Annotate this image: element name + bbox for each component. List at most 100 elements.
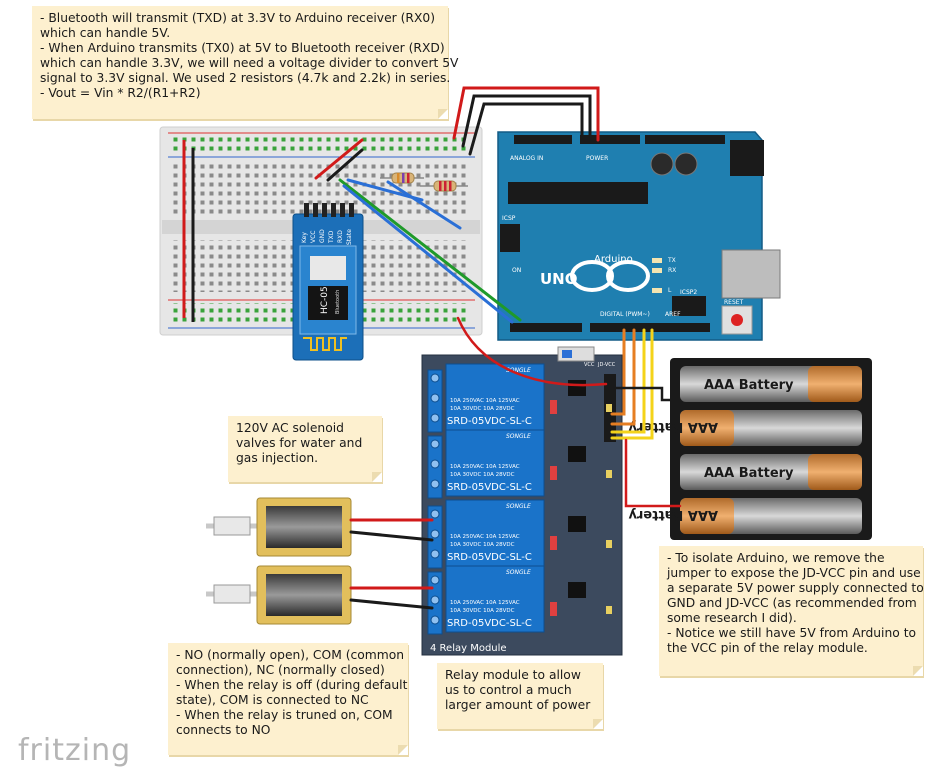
relay-brand-label: SONGLE <box>506 503 531 510</box>
note-line: connects to NO <box>176 723 271 737</box>
hc05-model-label: HC-05 <box>320 286 330 314</box>
relay-terminal-screw <box>430 373 440 383</box>
hc05-pin-state: State <box>346 229 353 245</box>
relay-terminal-screw <box>430 549 440 559</box>
note-line: - When the relay is truned on, COM <box>176 708 393 722</box>
relay-led <box>550 466 557 480</box>
battery-cap <box>808 454 862 490</box>
relay-module-title: 4 Relay Module <box>430 643 507 654</box>
relay-terminal-screw <box>430 529 440 539</box>
relay-body <box>445 429 545 497</box>
arduino-power-label: POWER <box>586 155 608 162</box>
hc05-pin-txd: TXD <box>328 230 335 244</box>
note-line: which can handle 5V. <box>40 26 171 40</box>
battery-cap <box>680 498 734 534</box>
aaa-battery: AAA Battery <box>628 410 862 446</box>
note-bluetooth-voltage: - Bluetooth will transmit (TXD) at 3.3V … <box>32 6 459 119</box>
relay-terminal-screw <box>430 439 440 449</box>
relay-rating-2: 10A 30VDC 10A 28VDC <box>450 406 515 412</box>
note-line: valves for water and <box>236 436 363 450</box>
arduino-aref-label: AREF <box>665 311 681 318</box>
note-line: 120V AC solenoid <box>236 421 344 435</box>
relay-led <box>550 400 557 414</box>
arduino-led-rx: RX <box>668 267 676 274</box>
note-line: which can handle 3.3V, we will need a vo… <box>40 56 459 70</box>
note-relay-terms: - NO (normally open), COM (common connec… <box>168 643 408 755</box>
note-line: - To isolate Arduino, we remove the <box>667 551 885 565</box>
note-line: larger amount of power <box>445 698 591 712</box>
relay-rating-1: 10A 250VAC 10A 125VAC <box>450 534 520 540</box>
relay-led <box>550 536 557 550</box>
arduino-icsp2-label: ICSP2 <box>680 289 697 296</box>
arduino-led-l: L <box>668 287 672 294</box>
aaa-battery: AAA Battery <box>680 366 862 402</box>
relay-terminal-screw <box>430 413 440 423</box>
relay-terminal-screw <box>430 575 440 585</box>
relay-brand-label: SONGLE <box>506 569 531 576</box>
relay-rating-1: 10A 250VAC 10A 125VAC <box>450 464 520 470</box>
solenoid-valve-1 <box>206 497 352 557</box>
wires <box>314 86 682 610</box>
arduino-uno-board: UNO Arduino ANALOG IN POWER DIGITAL (PWM… <box>497 131 781 341</box>
relay-body <box>445 565 545 633</box>
relay-rating-2: 10A 30VDC 10A 28VDC <box>450 542 515 548</box>
note-line: a separate 5V power supply connected to <box>667 581 924 595</box>
relay-resistor <box>606 404 612 412</box>
relay-model-label: SRD-05VDC-SL-C <box>447 618 532 629</box>
battery-label: AAA Battery <box>628 507 718 522</box>
breadboard-rail-wires <box>182 140 195 322</box>
relay-terminal-screw <box>430 595 440 605</box>
arduino-analog-label: ANALOG IN <box>510 155 543 162</box>
hc05-bluetooth-module: Key VCC GND TXD RXD State HC-05 Bluetoot… <box>292 203 364 361</box>
arduino-reset-label: RESET <box>724 299 744 306</box>
note-line: - Vout = Vin * R2/(R1+R2) <box>40 86 201 100</box>
note-line: the VCC pin of the relay module. <box>667 641 868 655</box>
note-line: - When Arduino transmits (TX0) at 5V to … <box>40 41 445 55</box>
relay-optocoupler <box>568 446 586 462</box>
relay-terminal-screw <box>430 459 440 469</box>
note-line: jumper to expose the JD-VCC pin and use <box>667 566 921 580</box>
aaa-battery: AAA Battery <box>628 498 862 534</box>
relay-model-label: SRD-05VDC-SL-C <box>447 482 532 493</box>
battery-holder <box>670 358 872 540</box>
relay-model-label: SRD-05VDC-SL-C <box>447 416 532 427</box>
hc05-pin-rxd: RXD <box>337 230 344 243</box>
note-fold <box>913 666 923 676</box>
note-solenoid: 120V AC solenoid valves for water and ga… <box>228 416 382 482</box>
relay-rating-1: 10A 250VAC 10A 125VAC <box>450 398 520 404</box>
relay-rating-2: 10A 30VDC 10A 28VDC <box>450 472 515 478</box>
arduino-brand-label: Arduino <box>594 254 633 265</box>
note-line: - Notice we still have 5V from Arduino t… <box>667 626 917 640</box>
arduino-model-label: UNO <box>540 270 578 288</box>
hc05-pin-vcc: VCC <box>310 231 317 243</box>
resistor-2k2 <box>420 180 468 192</box>
relay-resistor <box>606 540 612 548</box>
note-line: some research I did). <box>667 611 797 625</box>
note-line: connection), NC (normally closed) <box>176 663 385 677</box>
relay-model-label: SRD-05VDC-SL-C <box>447 552 532 563</box>
note-relay-module: Relay module to allow us to control a mu… <box>437 663 603 729</box>
note-fold <box>593 719 603 729</box>
note-line: gas injection. <box>236 451 319 465</box>
relay-terminal-screw <box>430 393 440 403</box>
arduino-icsp-label: ICSP <box>502 215 516 222</box>
note-line: Relay module to allow <box>445 668 581 682</box>
relay-body <box>445 363 545 431</box>
note-line: - When the relay is off (during default <box>176 678 408 692</box>
relay-terminal-screw <box>430 479 440 489</box>
note-line: - Bluetooth will transmit (TXD) at 3.3V … <box>40 11 435 25</box>
battery-cap <box>808 366 862 402</box>
note-fold <box>438 109 448 119</box>
relay-resistor <box>606 470 612 478</box>
note-line: signal to 3.3V signal. We used 2 resisto… <box>40 71 451 85</box>
relay-jumper-jdvcc: JD-VCC <box>597 362 616 368</box>
battery-label: AAA Battery <box>628 419 718 434</box>
relay-jumper-vcc: VCC <box>584 362 595 368</box>
arduino-digital-label: DIGITAL (PWM~) <box>600 311 650 318</box>
battery-label: AAA Battery <box>704 378 794 393</box>
relay-terminal-screw <box>430 509 440 519</box>
note-fold <box>372 472 382 482</box>
